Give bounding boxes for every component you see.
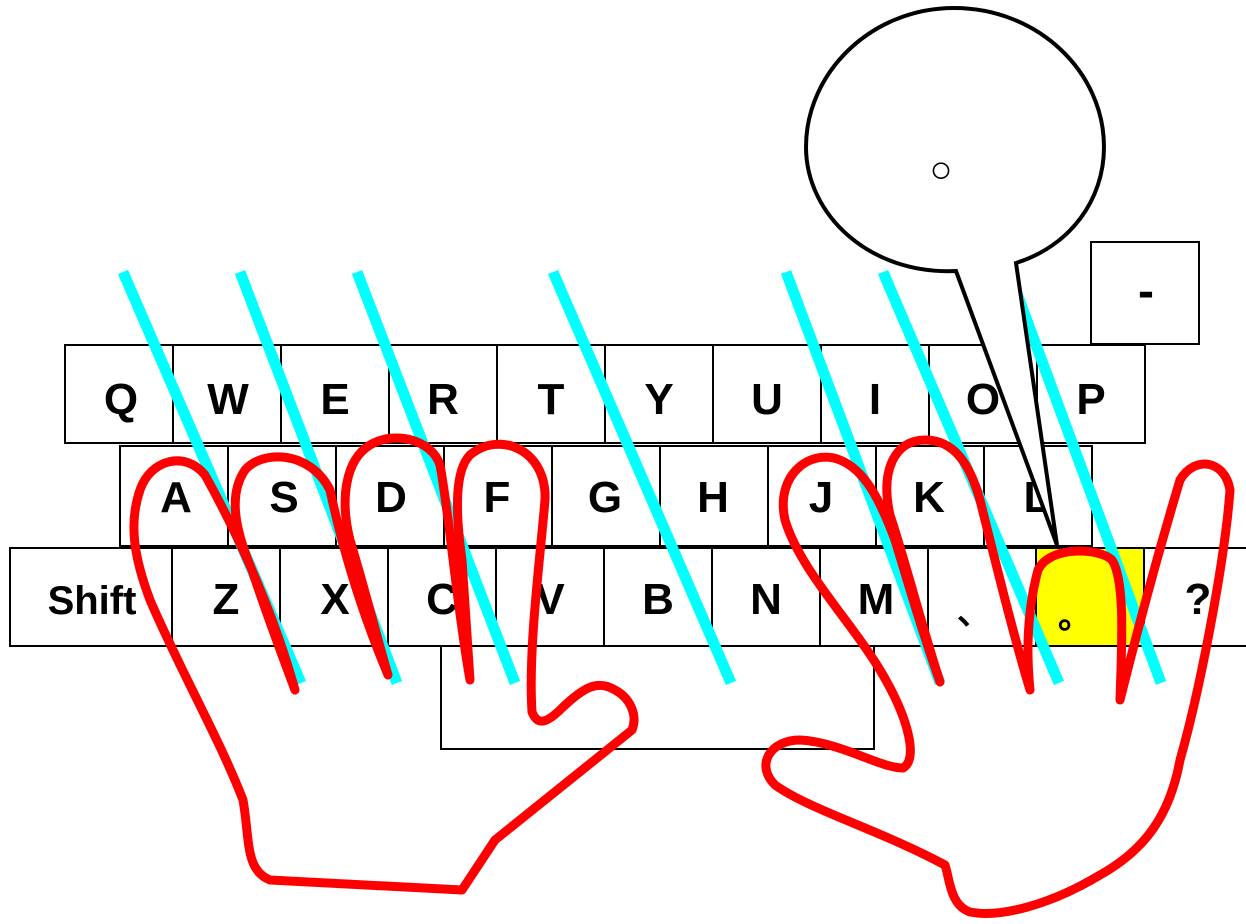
key-label-shift: Shift <box>48 579 137 623</box>
key-label-comma: 、 <box>957 594 991 632</box>
key-label-e: E <box>320 375 349 424</box>
key-label-z: Z <box>213 575 240 624</box>
key-label-b: B <box>642 575 674 624</box>
key-label-h: H <box>697 473 729 522</box>
key-label-t: T <box>538 375 565 424</box>
key-label-g: G <box>588 473 622 522</box>
key-label-k: K <box>913 473 945 522</box>
key-label-y: Y <box>644 375 673 424</box>
key-label-period: 。 <box>1058 598 1092 636</box>
key-label-f: F <box>484 473 511 522</box>
key-label-p: P <box>1076 375 1105 424</box>
key-label-s: S <box>269 473 298 522</box>
key-label-n: N <box>750 575 782 624</box>
key-label-a: A <box>160 473 192 522</box>
key-label-hyphen: - <box>1138 265 1154 318</box>
key-label-m: M <box>858 575 895 624</box>
key-label-d: D <box>375 473 407 522</box>
key-label-u: U <box>751 375 783 424</box>
key-label-r: R <box>427 375 459 424</box>
key-label-q: Q <box>104 375 138 424</box>
key-label-w: W <box>207 375 249 424</box>
key-label-i: I <box>869 375 881 424</box>
key-label-x: X <box>320 575 349 624</box>
key-label-j: J <box>809 473 833 522</box>
speech-bubble-text: ○ <box>930 149 953 191</box>
key-label-question: ? <box>1185 575 1212 624</box>
